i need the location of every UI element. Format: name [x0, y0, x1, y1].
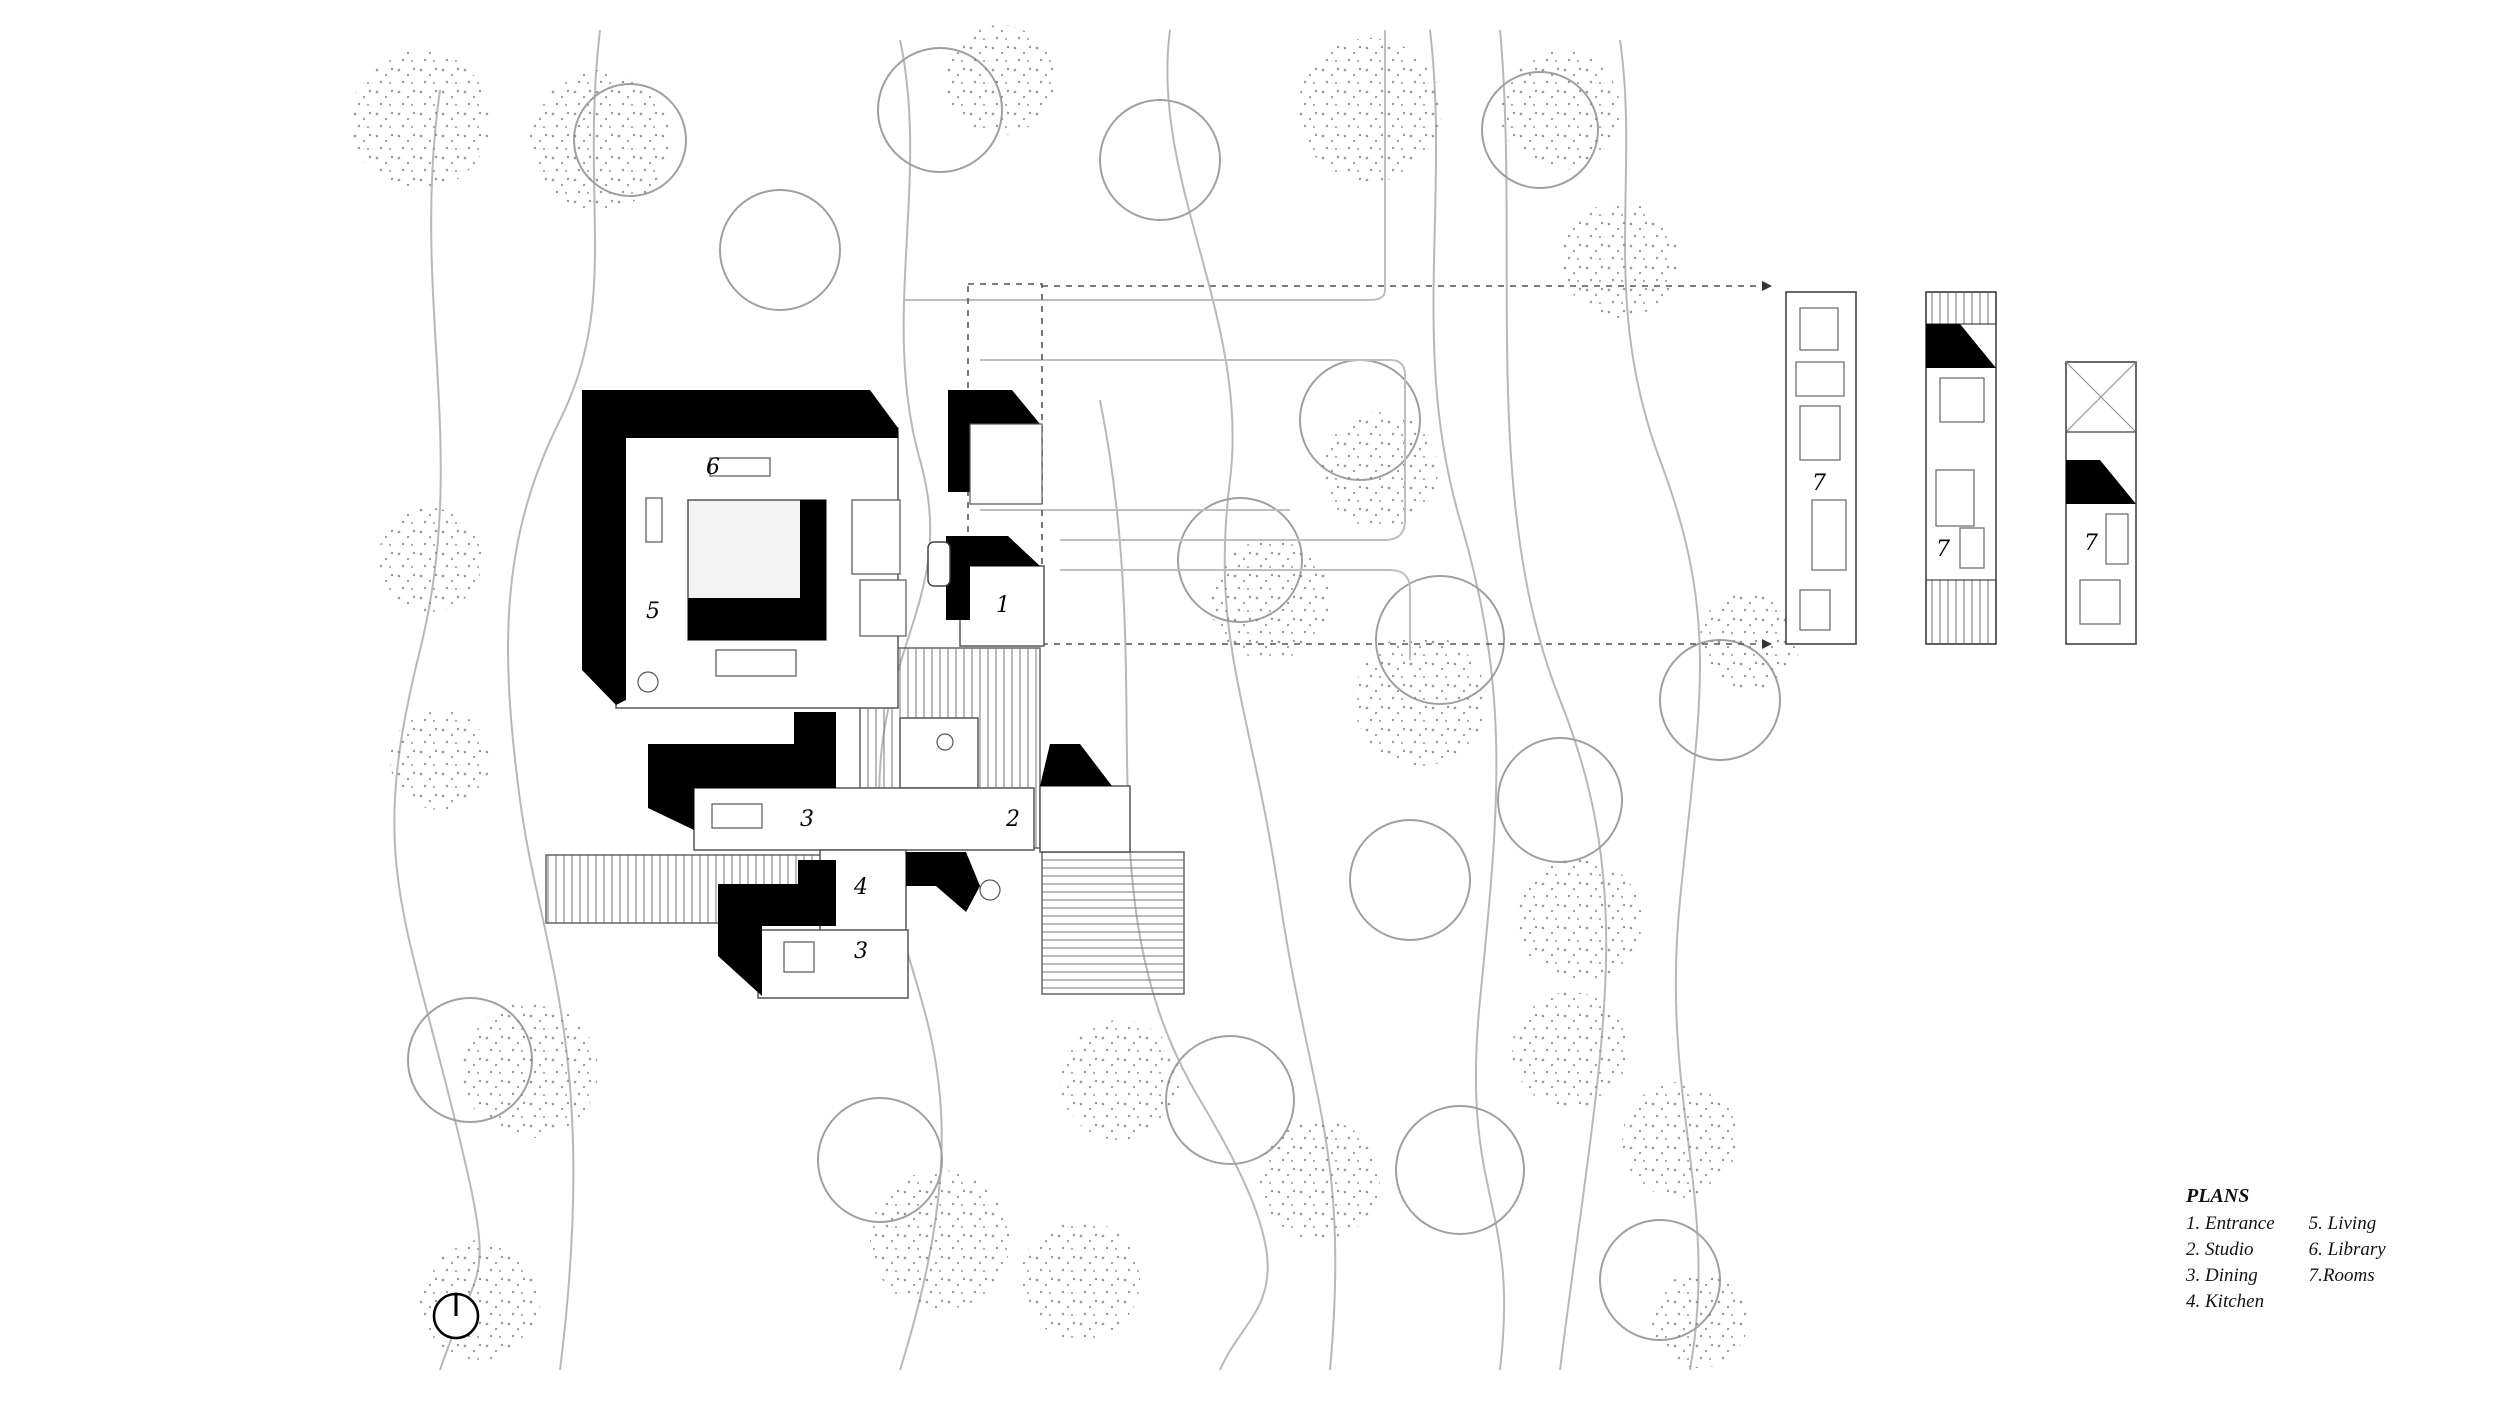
room-label-dining-1: 3	[800, 807, 814, 832]
legend-title: PLANS	[2186, 1185, 2250, 1207]
wall-dining	[648, 712, 836, 830]
tree-canopy-icon	[1349, 819, 1471, 941]
room-label-rooms-c: 7	[2084, 531, 2098, 556]
wall-kitchen	[718, 860, 836, 996]
legend-item: 2. Studio	[2186, 1239, 2254, 1260]
wall-studio	[1040, 744, 1112, 786]
room-label-rooms-a: 7	[1812, 471, 1826, 496]
wall-pavilion	[948, 390, 1040, 492]
wall-library	[582, 390, 898, 705]
north-arrow-icon	[432, 1292, 480, 1340]
wall-rooms-b	[1926, 324, 1996, 368]
rooms-plan-c	[2065, 361, 2137, 645]
legend-item: 6. Library	[2308, 1239, 2386, 1260]
legend-item: 4. Kitchen	[2186, 1291, 2265, 1312]
legend-item: 5. Living	[2308, 1213, 2377, 1234]
legend-item: 3. Dining	[2186, 1265, 2258, 1286]
rooms-plan-b	[1925, 291, 1997, 645]
projection-arrowheads	[1762, 281, 1772, 649]
rooms-plan-a	[1785, 291, 1857, 645]
room-label-entrance: 1	[996, 593, 1010, 618]
wall-rooms-c	[2066, 460, 2136, 504]
room-label-kitchen: 4	[853, 875, 868, 900]
room-label-studio: 2	[1005, 807, 1020, 832]
tree-canopy-icon	[719, 189, 841, 311]
main-house-plan	[545, 390, 1185, 999]
room-label-living: 5	[646, 599, 660, 624]
room-label-library: 6	[706, 455, 720, 480]
tree-canopy-icon	[1395, 1105, 1525, 1235]
driveway-paths	[905, 30, 1411, 660]
room-labels: 6 5 1 3 2 4 3 7 7 7	[646, 455, 2098, 964]
plans-legend: PLANS 1. Entrance 2. Studio 3. Dining 4.…	[2186, 1183, 2386, 1315]
room-label-rooms-b: 7	[1936, 537, 1950, 562]
tree-canopy-icon	[1099, 99, 1221, 221]
wall-entrance	[946, 536, 1040, 620]
legend-item: 1. Entrance	[2186, 1213, 2275, 1234]
room-label-dining-2: 3	[854, 939, 868, 964]
legend-item: 7.Rooms	[2308, 1265, 2375, 1286]
